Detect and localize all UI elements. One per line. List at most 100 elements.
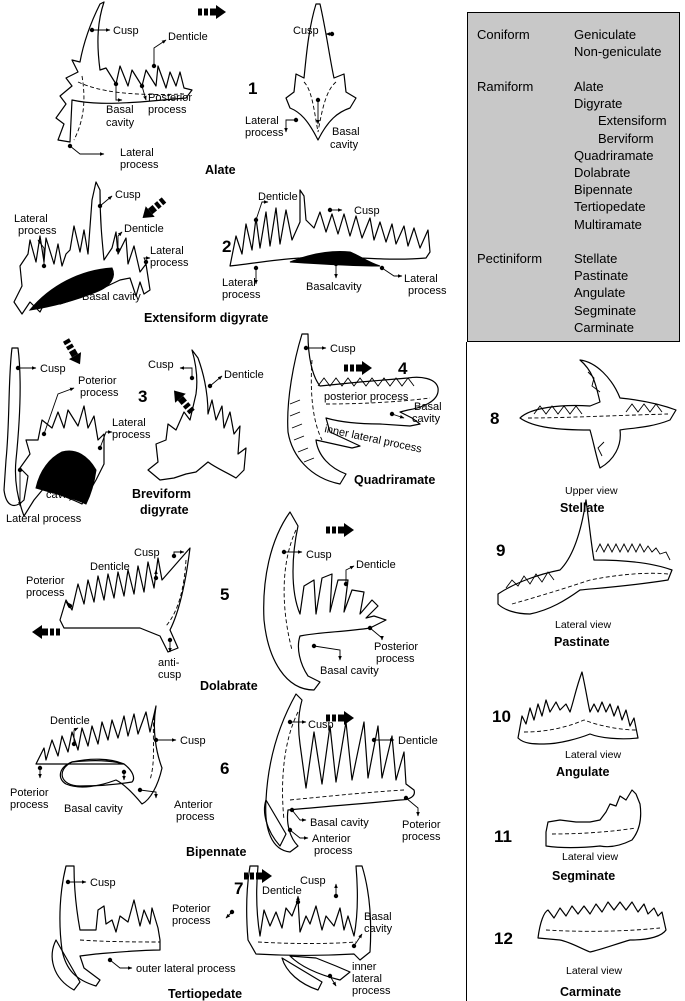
fig4-basal-label-1: Basal bbox=[414, 401, 442, 413]
fig7-inner-lateral-label-2: lateral bbox=[352, 973, 382, 985]
fig5-cusp-b-label: Cusp bbox=[306, 549, 332, 561]
fig4-quadriramate: Cusp posterior process Basal cavity inne… bbox=[287, 333, 442, 487]
class-item-alate: Alate bbox=[574, 79, 604, 94]
fig5-element-b bbox=[263, 511, 387, 691]
fig3-number: 3 bbox=[138, 387, 147, 406]
fig10-angulate: 10 Lateral view Angulate bbox=[492, 671, 639, 779]
fig7-element-a bbox=[59, 865, 161, 987]
fig4-posterior-label: posterior process bbox=[324, 391, 409, 403]
fig1-denticle-label: Denticle bbox=[168, 31, 208, 43]
fig12-element bbox=[537, 901, 667, 953]
fig7-tertiopedate: Cusp outer lateral process Poterior proc… bbox=[51, 865, 393, 1001]
fig1-lateral-b-label-1: Lateral bbox=[245, 115, 279, 127]
fig5-cusp-label: Cusp bbox=[134, 547, 160, 559]
fig9-pastinate: 9 Lateral view Pastinate bbox=[496, 499, 673, 649]
fig2-lateral-a-label-2: process bbox=[18, 225, 57, 237]
fig10-view-label: Lateral view bbox=[565, 749, 621, 761]
fig8-view-label: Upper view bbox=[565, 485, 618, 497]
fig2-lateral-d-label-2: process bbox=[408, 285, 447, 297]
fig9-view-label: Lateral view bbox=[555, 619, 611, 631]
fig6-cusp-label: Cusp bbox=[180, 735, 206, 747]
fig2-cusp-b-label: Cusp bbox=[354, 205, 380, 217]
fig4-cusp-label: Cusp bbox=[330, 343, 356, 355]
fig6-poterior-label-2: process bbox=[10, 799, 49, 811]
fig3-basal-cavity bbox=[35, 450, 97, 505]
fig2-number: 2 bbox=[222, 237, 231, 256]
fig4-inner-lateral-label: inner lateral process bbox=[323, 423, 423, 455]
fig9-element bbox=[497, 499, 673, 615]
fig2-denticle-a-label: Denticle bbox=[124, 223, 164, 235]
fig2-lateral-d-label-1: Lateral bbox=[404, 273, 438, 285]
fig2-cusp-a-label: Cusp bbox=[115, 189, 141, 201]
fig3-caption-2: digyrate bbox=[140, 503, 189, 517]
fig3-lateral-a-label-1: Lateral bbox=[112, 417, 146, 429]
fig7-cusp-label: Cusp bbox=[90, 877, 116, 889]
fig11-view-label: Lateral view bbox=[562, 851, 618, 863]
fig1-posterior-label-2: process bbox=[148, 104, 187, 116]
fig3-cusp-b-label: Cusp bbox=[148, 359, 174, 371]
column-divider bbox=[466, 342, 468, 1001]
fig1-basal-label-2: cavity bbox=[106, 117, 135, 129]
fig3-caption-1: Breviform bbox=[132, 487, 191, 501]
class-item-bipennate: Bipennate bbox=[574, 182, 633, 198]
fig1-element-a bbox=[55, 1, 193, 143]
fig6-basal-label: Basal cavity bbox=[64, 803, 123, 815]
fig5-denticle-label: Denticle bbox=[90, 561, 130, 573]
class-item-digyrate: Digyrate bbox=[574, 96, 623, 112]
fig2-extensiform-digyrate: Lateral process Cusp Denticle Lateral pr… bbox=[13, 181, 447, 325]
fig3-lateral-a-label-2: process bbox=[112, 429, 151, 441]
fig12-carminate: 12 Lateral view Carminate bbox=[494, 901, 667, 999]
fig9-caption: Pastinate bbox=[554, 635, 610, 649]
fig2-caption: Extensiform digyrate bbox=[144, 311, 268, 325]
class-item-angulate: Angulate bbox=[574, 285, 626, 301]
fig11-caption: Segminate bbox=[552, 869, 615, 883]
fig2-basalcavity-b-label: Basalcavity bbox=[306, 281, 362, 293]
fig7-inner-lateral-label-3: process bbox=[352, 985, 391, 997]
fig3-element-a bbox=[3, 347, 105, 517]
fig10-element bbox=[517, 671, 639, 745]
fig6-cusp-b-label: Cusp bbox=[308, 719, 334, 731]
fig2-basal-a-label: Basal cavity bbox=[82, 291, 141, 303]
fig5-number: 5 bbox=[220, 585, 229, 604]
class-item-berviform: Berviform bbox=[598, 130, 654, 146]
fig5-poterior-label-2: process bbox=[26, 587, 65, 599]
fig4-direction-arrow bbox=[344, 361, 372, 375]
fig2-lateral-c-label-2: process bbox=[222, 289, 261, 301]
fig3-direction-arrow-b bbox=[168, 386, 198, 417]
fig2-lateral-b-label-2: process bbox=[150, 257, 189, 269]
fig12-view-label: Lateral view bbox=[566, 965, 622, 977]
fig1-element-b bbox=[285, 3, 357, 141]
fig4-caption: Quadriramate bbox=[354, 473, 435, 487]
fig6-basal-b-label: Basal cavity bbox=[310, 817, 369, 829]
fig5-element-a bbox=[59, 547, 191, 653]
fig1-lateral-label-2: process bbox=[120, 159, 159, 171]
fig1-cusp-b-label: Cusp bbox=[293, 25, 319, 37]
fig5-posterior-b-label-1: Posterior bbox=[374, 641, 418, 653]
class-group-coniform: Coniform bbox=[477, 27, 530, 42]
fig3-denticle-label: Denticle bbox=[224, 369, 264, 381]
fig7-poterior-label-2: process bbox=[172, 915, 211, 927]
class-item-carminate: Carminate bbox=[574, 319, 634, 335]
fig7-basal-label-1: Basal bbox=[364, 911, 392, 923]
fig2-denticle-b-label: Denticle bbox=[258, 191, 298, 203]
fig10-caption: Angulate bbox=[556, 765, 610, 779]
fig2-basal-cavity-b bbox=[289, 251, 381, 267]
fig2-lateral-c-label-1: Lateral bbox=[222, 277, 256, 289]
fig7-number: 7 bbox=[234, 879, 243, 898]
fig1-number: 1 bbox=[248, 79, 257, 98]
fig8-number: 8 bbox=[490, 409, 499, 428]
fig3-poterior-label-1: Poterior bbox=[78, 375, 117, 387]
fig5-caption: Dolabrate bbox=[200, 679, 258, 693]
fig5-direction-arrow bbox=[32, 625, 60, 639]
fig5-poterior-label-1: Poterior bbox=[26, 575, 65, 587]
fig1-caption: Alate bbox=[205, 163, 236, 177]
fig5-dolabrate: Cusp Denticle Poterior process anti- cus… bbox=[26, 511, 418, 693]
fig1-basal-b-label-1: Basal bbox=[332, 126, 360, 138]
fig7-denticle-label: Denticle bbox=[262, 885, 302, 897]
fig5-anticusp-label-2: cusp bbox=[158, 669, 181, 681]
fig3-breviform-digyrate: Cusp Poterior process Lateral process Ba… bbox=[3, 336, 264, 525]
fig3-basal-label-1: Basal bbox=[46, 477, 74, 489]
fig1-alate: Cusp Denticle Basal cavity Posterior pro… bbox=[55, 1, 360, 177]
